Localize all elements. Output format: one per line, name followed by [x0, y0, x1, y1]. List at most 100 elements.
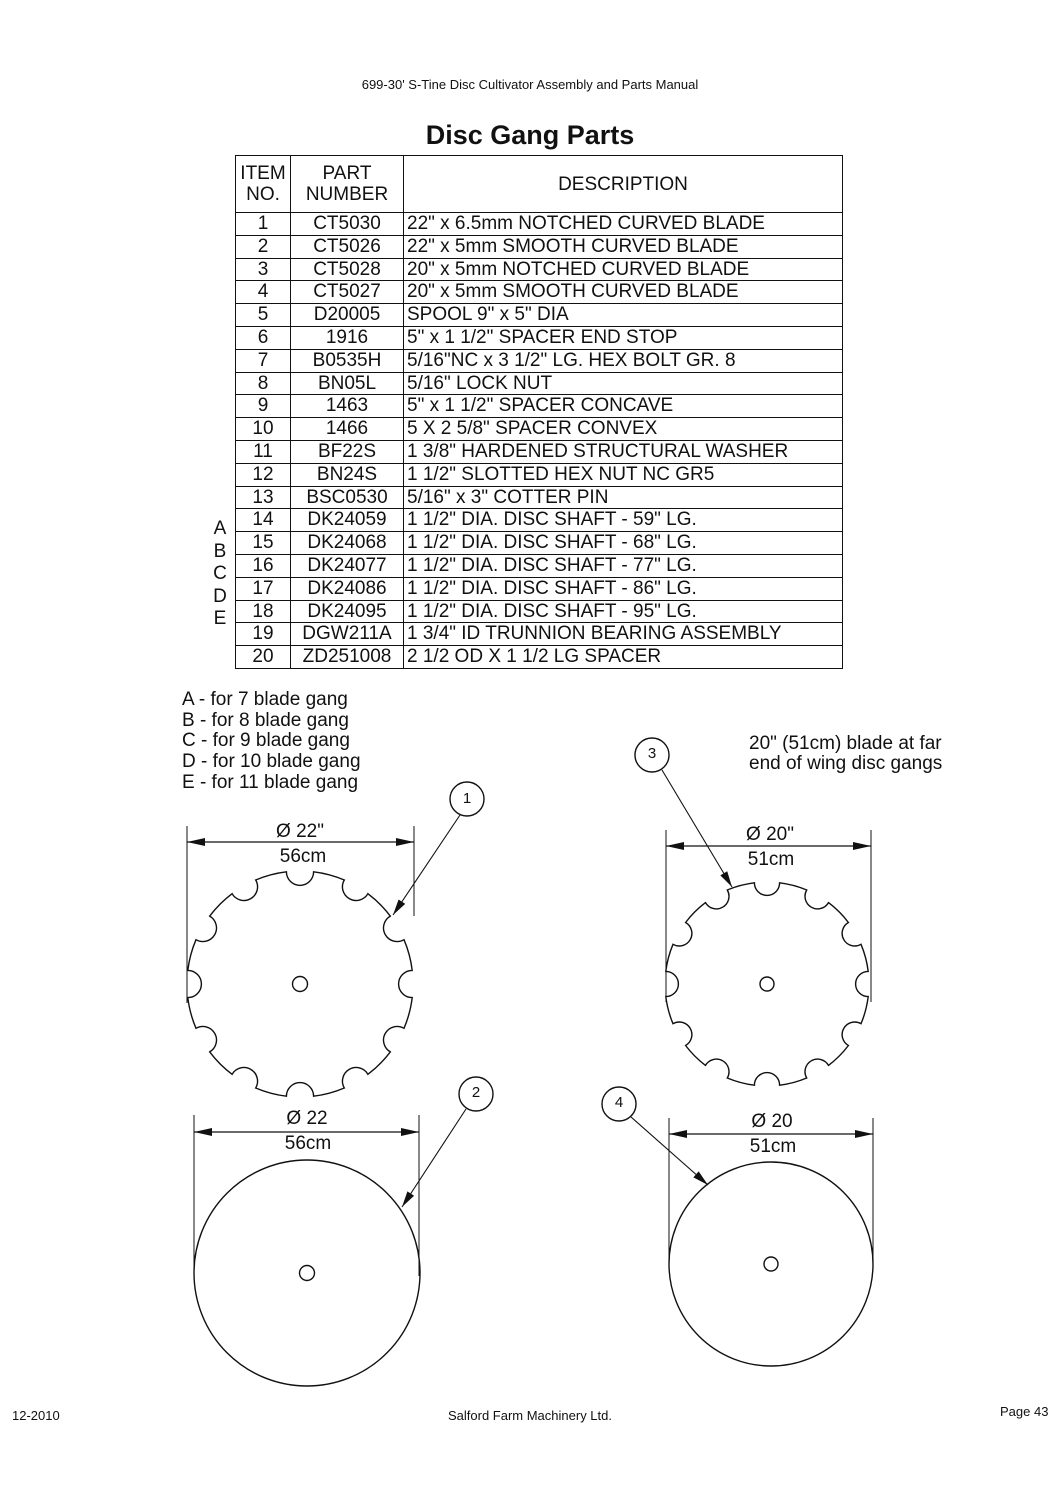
gang-note-line: E - for 11 blade gang: [182, 771, 359, 793]
gang-letter-d: D: [213, 585, 227, 607]
part-number-cell: DK24077: [290, 553, 404, 578]
blade3-cm-label: 51cm: [747, 849, 795, 870]
part-number-cell: DK24068: [290, 531, 404, 555]
description-cell: 1 3/8" HARDENED STRUCTURAL WASHER: [403, 439, 843, 464]
col-header-part-line2: NUMBER: [305, 184, 389, 205]
smooth-blade-20: [668, 1161, 874, 1367]
wing-note-line2: end of wing disc gangs: [749, 753, 943, 774]
table-header-row: ITEM NO. PART NUMBER DESCRIPTION: [235, 155, 843, 213]
balloon-3-circle: [634, 737, 670, 773]
balloon-2-number: 2: [471, 1084, 481, 1101]
balloon-4-leader-line: [630, 1116, 709, 1186]
blade2-arrow-left: [194, 1128, 212, 1136]
part-number-cell: DK24059: [290, 508, 404, 533]
blade4-diameter-label: Ø 20: [751, 1111, 793, 1132]
part-number-cell: BF22S: [290, 439, 404, 464]
part-number-cell: 1466: [290, 417, 404, 441]
balloon-4-circle: [601, 1086, 637, 1122]
balloon-2-leader-arrow: [402, 1191, 415, 1207]
blade2-center-hole: [298, 1264, 316, 1282]
part-number-cell: ZD251008: [290, 645, 404, 669]
blade1-arrow-left: [187, 838, 205, 846]
gang-note-line: C - for 9 blade gang: [182, 730, 350, 752]
balloon-3-number: 3: [647, 745, 657, 762]
description-cell: 2 1/2 OD X 1 1/2 LG SPACER: [403, 645, 843, 669]
item-no-cell: 13: [235, 485, 291, 510]
gang-note-line: B - for 8 blade gang: [182, 709, 349, 731]
description-cell: 5" x 1 1/2" SPACER CONCAVE: [403, 394, 843, 419]
gang-letter-b: B: [213, 540, 227, 562]
footer-company: Salford Farm Machinery Ltd.: [447, 1408, 612, 1423]
blade4-arrow-right: [855, 1130, 873, 1138]
item-no-cell: 18: [235, 599, 291, 624]
footer-date: 12-2010: [12, 1408, 60, 1423]
blade2-cm-label: 56cm: [284, 1133, 332, 1154]
balloon-4-leader-arrow: [693, 1171, 708, 1185]
blade3-diameter-label: Ø 20": [746, 824, 794, 845]
description-cell: 20" x 5mm SMOOTH CURVED BLADE: [403, 280, 843, 305]
blade1-center-hole: [291, 975, 309, 993]
notched-blade-20: [665, 882, 869, 1086]
blade1-cm-label: 56cm: [279, 846, 327, 867]
description-cell: 1 1/2" SLOTTED HEX NUT NC GR5: [403, 462, 843, 487]
gang-note-line: A - for 7 blade gang: [182, 689, 348, 710]
col-header-description: DESCRIPTION: [403, 155, 843, 213]
gang-letter-a: A: [213, 518, 227, 539]
gang-note-line: D - for 10 blade gang: [182, 751, 361, 773]
blade1-diameter-label: Ø 22": [276, 821, 324, 842]
item-no-cell: 19: [235, 622, 291, 647]
balloon-2-circle: [458, 1076, 494, 1112]
balloon-4-number: 4: [614, 1094, 624, 1111]
gang-letter-c: C: [213, 563, 227, 585]
blade1-arrow-right: [396, 838, 414, 846]
description-cell: 1 1/2" DIA. DISC SHAFT - 59" LG.: [403, 508, 843, 533]
description-cell: 1 1/2" DIA. DISC SHAFT - 68" LG.: [403, 531, 843, 555]
blade3-center-hole: [759, 976, 775, 992]
description-cell: 1 1/2" DIA. DISC SHAFT - 86" LG.: [403, 576, 843, 601]
wing-note-line1: 20" (51cm) blade at far: [749, 733, 942, 754]
col-header-item-line2: NO.: [246, 184, 280, 205]
page-title: Disc Gang Parts: [425, 120, 635, 150]
item-no-cell: 14: [235, 508, 291, 533]
footer-page-number: Page 43: [1000, 1404, 1049, 1419]
col-header-part-line1: PART: [322, 163, 372, 184]
item-no-cell: 15: [235, 531, 291, 555]
part-number-cell: CT5026: [290, 234, 404, 259]
blade2-arrow-right: [401, 1128, 419, 1136]
description-cell: 22" x 6.5mm NOTCHED CURVED BLADE: [403, 212, 843, 236]
blade4-center-hole: [763, 1256, 779, 1272]
blade4-cm-label: 51cm: [749, 1136, 797, 1157]
item-no-cell: 17: [235, 576, 291, 601]
balloon-3-leader-line: [661, 769, 733, 888]
part-number-cell: DK24095: [290, 599, 404, 624]
gang-letter-e: E: [213, 608, 227, 630]
manual-header-title: 699-30' S-Tine Disc Cultivator Assembly …: [361, 77, 699, 92]
description-cell: SPOOL 9" x 5" DIA: [403, 303, 843, 327]
description-cell: 1 1/2" DIA. DISC SHAFT - 77" LG.: [403, 553, 843, 578]
blade2-diameter-label: Ø 22: [286, 1108, 328, 1129]
blade3-arrow-left: [666, 842, 684, 850]
balloon-1-circle: [449, 781, 485, 817]
smooth-blade-22: [193, 1159, 421, 1387]
balloon-2-leader-line: [401, 1108, 467, 1208]
col-header-part-number: PART NUMBER: [290, 155, 404, 213]
part-number-cell: BN24S: [290, 462, 404, 487]
notched-blade-22: [187, 871, 413, 1097]
balloon-1-leader-arrow: [393, 899, 406, 915]
description-cell: 5 X 2 5/8" SPACER CONVEX: [403, 417, 843, 441]
description-cell: 1 3/4" ID TRUNNION BEARING ASSEMBLY: [403, 622, 843, 647]
col-header-item-line1: ITEM: [240, 163, 286, 184]
